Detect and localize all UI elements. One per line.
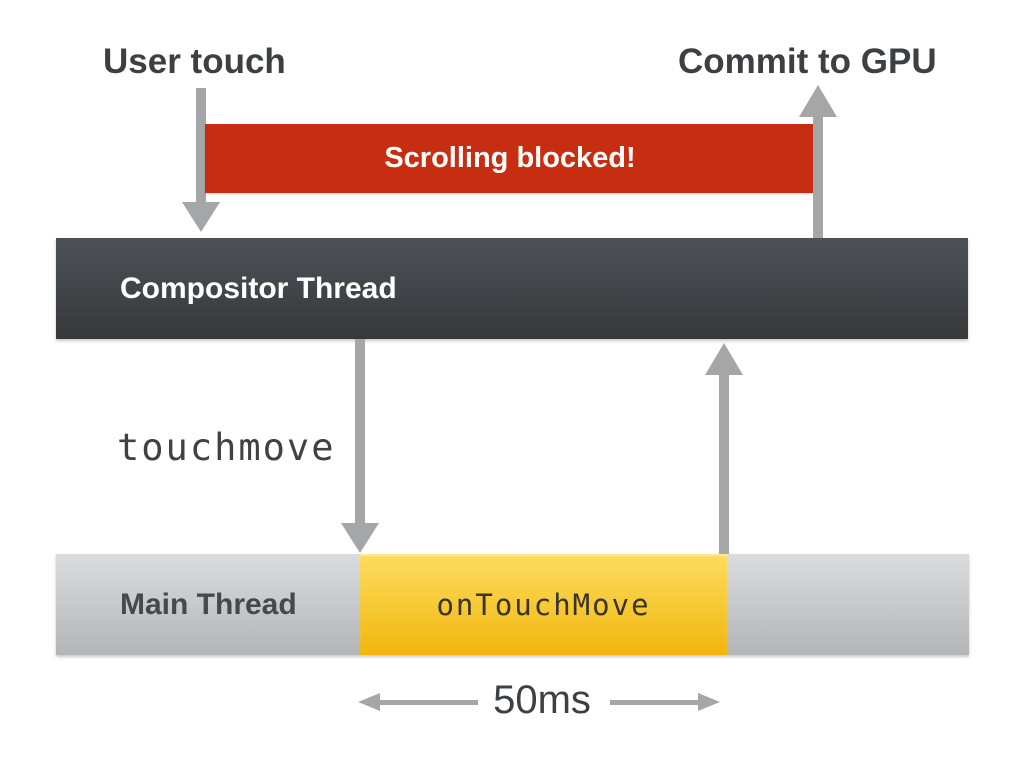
touchmove-label: touchmove	[117, 426, 336, 469]
scrolling-blocked-text: Scrolling blocked!	[384, 142, 636, 174]
user-touch-arrow-shaft	[196, 88, 206, 204]
commit-gpu-arrow-head	[799, 85, 837, 117]
duration-label: 50ms	[493, 678, 591, 722]
main-thread-label: Main Thread	[120, 587, 297, 621]
duration-left-arrow-head	[358, 693, 380, 711]
duration-left-arrow-shaft	[378, 700, 478, 705]
ontouchmove-busy-segment: onTouchMove	[360, 554, 727, 655]
scrolling-blocked-banner: Scrolling blocked!	[205, 124, 815, 193]
commit-gpu-arrow-shaft	[813, 115, 823, 238]
main-to-compositor-arrow-shaft	[719, 373, 729, 554]
duration-right-arrow-head	[698, 693, 720, 711]
user-touch-arrow-head	[182, 202, 220, 232]
user-touch-label: User touch	[103, 42, 286, 81]
main-thread-bar: onTouchMove Main Thread	[56, 554, 969, 655]
touchmove-arrow-head	[341, 523, 379, 553]
duration-right-arrow-shaft	[610, 700, 700, 705]
compositor-thread-bar: Compositor Thread	[56, 238, 968, 339]
ontouchmove-label: onTouchMove	[436, 587, 651, 622]
compositor-thread-label: Compositor Thread	[120, 271, 397, 305]
commit-to-gpu-label: Commit to GPU	[678, 42, 937, 81]
touchmove-arrow-shaft	[355, 339, 365, 524]
main-to-compositor-arrow-head	[705, 343, 743, 375]
